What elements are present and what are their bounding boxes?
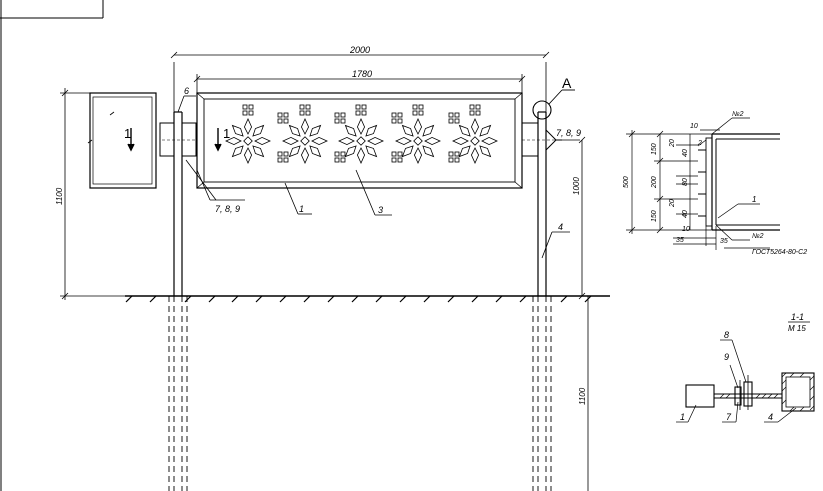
star-motif (338, 118, 384, 164)
ornament-panel (196, 92, 523, 189)
square-motif (334, 112, 346, 124)
square-motif (391, 112, 403, 124)
square-motif (391, 151, 403, 163)
side-box-left (87, 92, 157, 189)
section-label-8: 8 (724, 330, 729, 340)
detail-dim-150-bottom: 150 (651, 210, 658, 222)
detail-dim-20-a: 20 (669, 139, 676, 148)
ornament-motifs (225, 104, 498, 164)
dim-1100-left: 1100 (55, 187, 64, 205)
detail-dim-150-top: 150 (651, 143, 658, 155)
section-title: 1-1 (791, 312, 804, 322)
detail-callout-2: 2 (697, 140, 702, 147)
detail-dim-10-bottom: 10 (682, 226, 690, 233)
detail-a-view (626, 117, 780, 250)
detail-a-circle (532, 100, 552, 120)
detail-a-dimensions (626, 117, 770, 250)
detail-callout-1: 1 (752, 195, 756, 204)
section-geometry (685, 372, 815, 412)
section-label-7: 7 (726, 412, 732, 422)
square-motif (355, 104, 367, 116)
callout-3: 3 (378, 205, 383, 215)
dim-1100-right: 1100 (578, 387, 587, 405)
section-label-4: 4 (768, 412, 773, 422)
square-motif (277, 112, 289, 124)
square-motif (448, 151, 460, 163)
square-motif (299, 104, 311, 116)
detail-gost: ГОСТ5264-80-С2 (752, 249, 807, 256)
detail-dim-200: 200 (651, 176, 658, 189)
detail-dim-40-b: 40 (682, 210, 689, 218)
detail-dim-40-a: 40 (682, 149, 689, 157)
star-motif (395, 118, 441, 164)
callout-leaders (177, 95, 580, 259)
square-motif (469, 104, 481, 116)
ground-line (125, 295, 610, 303)
detail-a-labels: 10 №2 500 150 200 150 20 40 80 20 40 10 … (623, 111, 807, 256)
detail-dim-10-top: 10 (690, 123, 698, 130)
section-1-1-labels: 1-1 М 15 1 4 7 8 9 (680, 312, 806, 422)
detail-a-leader (548, 89, 563, 105)
section-1-1-view (676, 321, 815, 423)
callout-4: 4 (558, 222, 563, 232)
section-scale: М 15 (788, 324, 806, 333)
dim-2000: 2000 (349, 45, 370, 55)
section-leaders (676, 321, 810, 423)
callout-6: 6 (184, 86, 189, 96)
section-label-1: 1 (680, 412, 685, 422)
detail-a-label: А (562, 75, 572, 91)
detail-dim-35-right: 35 (720, 238, 728, 245)
star-motif (452, 118, 498, 164)
detail-dim-80: 80 (682, 178, 689, 186)
main-view-labels: 2000 1780 1100 1000 1100 А 1 1 6 7, 8, 9… (55, 45, 587, 405)
section-hatching (719, 372, 815, 412)
square-motif (334, 151, 346, 163)
section-mark-right: 1 (223, 126, 230, 141)
star-motif (282, 118, 328, 164)
dimension-lines (60, 51, 589, 491)
dim-1780: 1780 (352, 69, 372, 79)
dim-1000-right: 1000 (572, 177, 581, 195)
main-view (60, 51, 610, 491)
section-mark-left: 1 (124, 126, 131, 141)
square-motif (277, 151, 289, 163)
callout-7-8-9-bottom: 7, 8, 9 (215, 204, 240, 214)
callout-1: 1 (299, 204, 304, 214)
section-label-9: 9 (724, 352, 729, 362)
detail-dim-35-left: 35 (676, 237, 684, 244)
section-cut-marks (127, 128, 222, 152)
left-post (168, 111, 188, 491)
detail-weld-bottom: №2 (752, 233, 764, 240)
square-motif (448, 112, 460, 124)
square-motif (242, 104, 254, 116)
star-motif (225, 118, 271, 164)
detail-dim-20-b: 20 (669, 199, 676, 208)
detail-dim-500: 500 (623, 176, 630, 188)
fastener-brackets (159, 122, 562, 157)
title-block-fragment (0, 0, 104, 491)
square-motif (412, 104, 424, 116)
callout-7-8-9-right: 7, 8, 9 (556, 128, 581, 138)
detail-weld-top: №2 (732, 111, 744, 118)
detail-a-geometry (698, 133, 780, 231)
right-post (532, 111, 552, 491)
